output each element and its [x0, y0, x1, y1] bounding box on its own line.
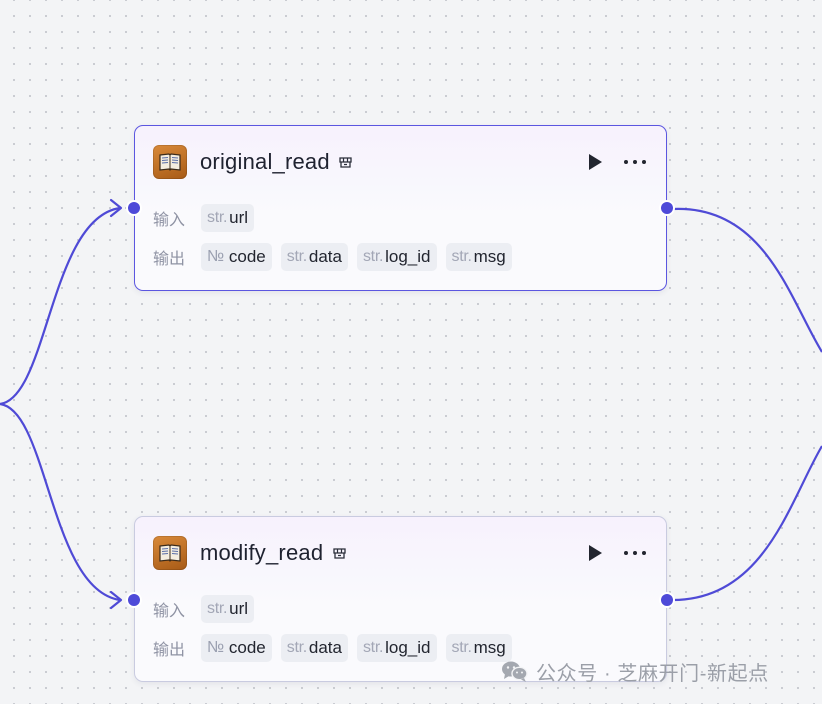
- run-button[interactable]: [584, 542, 606, 564]
- output-param-data[interactable]: str. data: [280, 243, 348, 271]
- play-icon: [589, 545, 602, 561]
- input-row: 输入 str. url: [153, 595, 648, 623]
- header-actions: [584, 542, 648, 564]
- param-name: data: [308, 638, 342, 657]
- plugin-icon: [331, 545, 347, 561]
- book-icon: [153, 145, 187, 179]
- edge-arrow-modify-read-input: [109, 590, 123, 610]
- play-icon: [589, 154, 602, 170]
- output-param-data[interactable]: str. data: [280, 634, 348, 662]
- watermark: 公众号 · 芝麻开门-新起点: [500, 656, 769, 686]
- input-port[interactable]: [128, 594, 140, 606]
- node-title: modify_read: [200, 540, 324, 565]
- edge-to-original-read-input[interactable]: [0, 206, 121, 406]
- book-icon: [153, 536, 187, 570]
- edge-from-modify-read-output[interactable]: [672, 445, 822, 602]
- output-param-code[interactable]: № code: [201, 634, 272, 662]
- more-options-button[interactable]: [622, 542, 648, 564]
- output-param-msg[interactable]: str. msg: [445, 243, 512, 271]
- param-name: code: [228, 638, 266, 657]
- output-param-log-id[interactable]: str. log_id: [356, 634, 437, 662]
- output-port[interactable]: [661, 202, 673, 214]
- plugin-icon: [338, 154, 354, 170]
- watermark-text: 公众号 · 芝麻开门-新起点: [536, 662, 769, 685]
- param-name: data: [308, 247, 342, 266]
- param-type: str.: [451, 639, 472, 656]
- param-type: str.: [286, 639, 307, 656]
- node-modify-read[interactable]: modify_read: [128, 516, 673, 682]
- output-row: 输出 № code str. data str. log_id str. msg: [153, 243, 648, 271]
- wechat-icon: [500, 659, 530, 683]
- input-row: 输入 str. url: [153, 204, 648, 232]
- output-label: 输出: [153, 642, 186, 659]
- node-header[interactable]: original_read: [153, 144, 648, 180]
- output-label: 输出: [153, 251, 186, 268]
- output-param-msg[interactable]: str. msg: [445, 634, 512, 662]
- output-row: 输出 № code str. data str. log_id str. msg: [153, 634, 648, 662]
- input-label: 输入: [153, 212, 186, 229]
- param-name: code: [228, 247, 266, 266]
- output-port[interactable]: [661, 594, 673, 606]
- param-type: №: [207, 639, 224, 656]
- ellipsis-icon: [624, 160, 646, 164]
- param-name: msg: [473, 247, 506, 266]
- node-title: original_read: [200, 149, 330, 174]
- param-type: str.: [451, 248, 472, 265]
- param-type: str.: [286, 248, 307, 265]
- input-label: 输入: [153, 603, 186, 620]
- param-name: url: [229, 599, 249, 618]
- run-button[interactable]: [584, 151, 606, 173]
- param-type: str.: [362, 248, 384, 265]
- param-name: log_id: [385, 247, 431, 266]
- param-type: str.: [207, 209, 228, 226]
- edge-from-original-read-output[interactable]: [672, 207, 822, 353]
- more-options-button[interactable]: [622, 151, 648, 173]
- header-actions: [584, 151, 648, 173]
- input-port[interactable]: [128, 202, 140, 214]
- ellipsis-icon: [624, 551, 646, 555]
- param-type: №: [207, 248, 224, 265]
- param-name: msg: [473, 638, 506, 657]
- node-header[interactable]: modify_read: [153, 535, 648, 571]
- output-param-log-id[interactable]: str. log_id: [356, 243, 437, 271]
- input-param-url[interactable]: str. url: [201, 204, 255, 232]
- node-original-read[interactable]: original_read: [128, 125, 673, 291]
- edge-to-modify-read-input[interactable]: [0, 402, 121, 602]
- edge-arrow-original-read-input: [109, 198, 123, 218]
- input-param-url[interactable]: str. url: [201, 595, 255, 623]
- output-param-code[interactable]: № code: [201, 243, 272, 271]
- param-name: url: [229, 208, 249, 227]
- param-type: str.: [207, 600, 228, 617]
- param-name: log_id: [385, 638, 431, 657]
- param-type: str.: [362, 639, 384, 656]
